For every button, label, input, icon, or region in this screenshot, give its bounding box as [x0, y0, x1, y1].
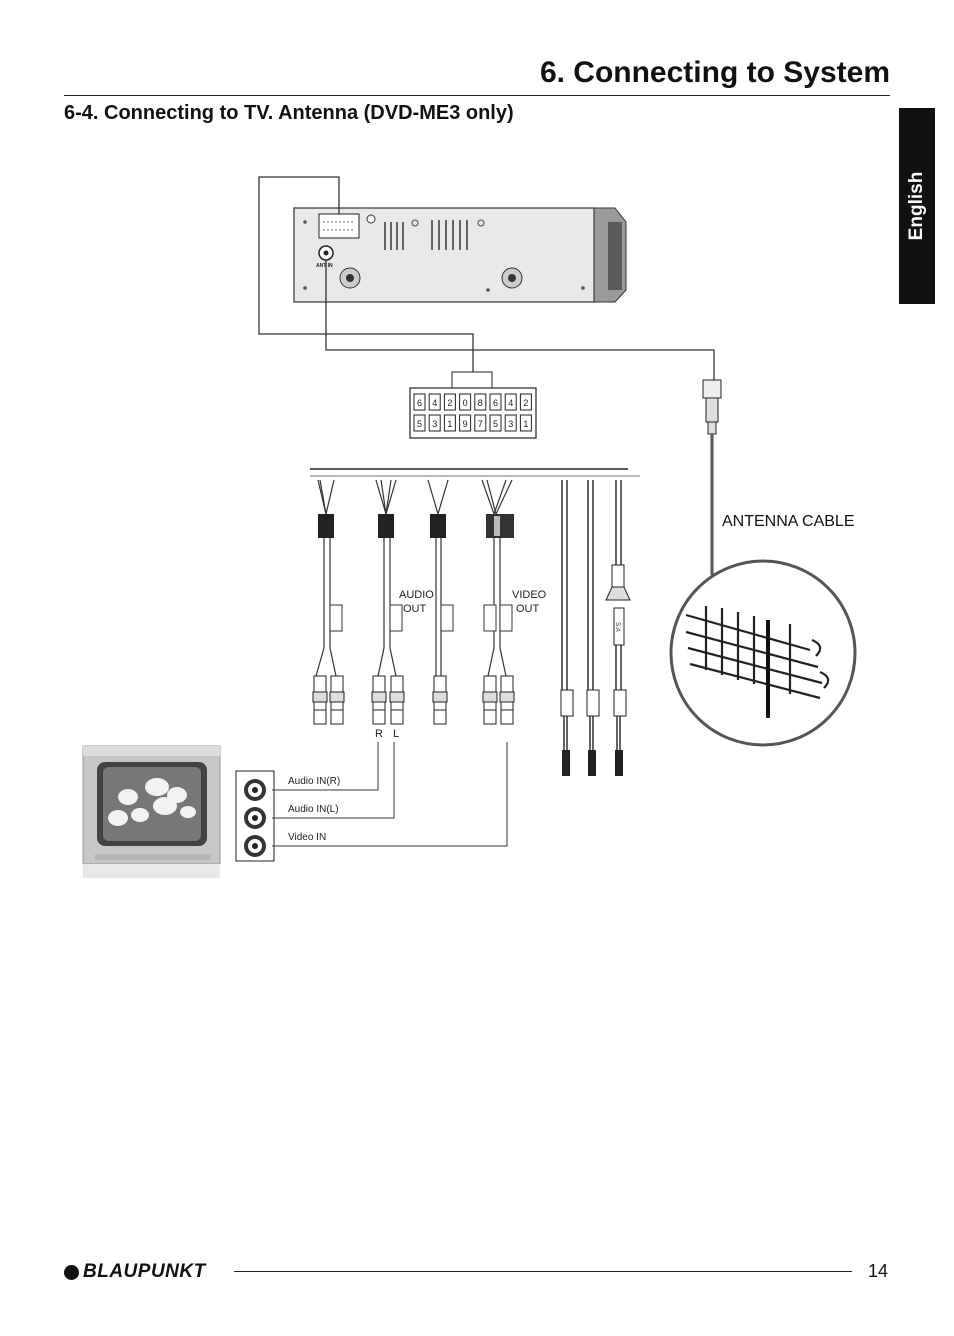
connector-pin-label-top-1: 4 — [432, 398, 437, 408]
connector-pin-label-top-2: 2 — [447, 398, 452, 408]
connector-pin-label-bottom-2: 1 — [447, 419, 452, 429]
video-out-label-1: VIDEO — [512, 589, 547, 601]
connector-pin-label-top-6: 4 — [508, 398, 513, 408]
antenna-cable: ANTENNA CABLE — [702, 379, 854, 575]
connector-pin-label-bottom-7: 1 — [523, 419, 528, 429]
connector-pin-top-6 — [504, 393, 517, 411]
connector-pin-label-bottom-0: 5 — [417, 419, 422, 429]
footer-rule — [234, 1271, 852, 1272]
tv-rca-jack — [244, 835, 266, 857]
connector-pin-top-4 — [474, 393, 487, 411]
audio-out-label-2: OUT — [403, 603, 427, 615]
chapter-title: 6. Connecting to System — [539, 56, 890, 89]
rca-plug — [312, 675, 328, 725]
channel-r-label: R — [375, 728, 383, 740]
connector-pin-bottom-3 — [459, 414, 472, 432]
connector-pin-top-7 — [519, 393, 532, 411]
connector-pin-top-1 — [428, 393, 441, 411]
tv-input-video: Video IN — [288, 832, 326, 843]
unit-cables — [258, 176, 715, 380]
tv-input-audio-l: Audio IN(L) — [288, 804, 339, 815]
page-number: 14 — [868, 1261, 889, 1281]
rca-plug — [371, 675, 387, 725]
connector-pin-top-3 — [459, 393, 472, 411]
connector-pin-bottom-1 — [428, 414, 441, 432]
tv-set — [82, 745, 221, 878]
rca-plug — [432, 675, 448, 725]
video-out-label-2: OUT — [516, 603, 540, 615]
connector-pin-label-bottom-5: 5 — [493, 419, 498, 429]
connector-pin-label-top-5: 6 — [493, 398, 498, 408]
connector-pin-bottom-4 — [474, 414, 487, 432]
antenna-cable-label: ANTENNA CABLE — [722, 513, 854, 530]
tv-rca-jack — [244, 779, 266, 801]
rca-plug — [329, 675, 345, 725]
connector-pin-label-bottom-1: 3 — [432, 419, 437, 429]
tv-input-audio-r: Audio IN(R) — [288, 776, 340, 787]
brand-name: BLAUPUNKT — [83, 1261, 206, 1282]
wiring-harness: S.A AUDIO OUT VIDEO OUT R L — [310, 468, 640, 776]
connector-pin-bottom-7 — [519, 414, 532, 432]
rca-plug — [499, 675, 515, 725]
antenna-illustration — [669, 559, 857, 747]
connector-pin-label-top-7: 2 — [523, 398, 528, 408]
audio-out-label-1: AUDIO — [399, 589, 434, 601]
connector-pin-bottom-5 — [489, 414, 502, 432]
language-tab: English — [899, 108, 935, 304]
connector-pin-label-top-4: 8 — [478, 398, 483, 408]
title-rule — [64, 95, 890, 96]
head-unit: ANT IN — [293, 207, 627, 303]
rca-plug — [482, 675, 498, 725]
connector-pin-label-bottom-4: 7 — [478, 419, 483, 429]
connector-pin-top-0 — [413, 393, 426, 411]
connector-pin-top-2 — [443, 393, 456, 411]
connector-pin-label-top-0: 6 — [417, 398, 422, 408]
rca-plug — [389, 675, 405, 725]
connector-pin-bottom-6 — [504, 414, 517, 432]
ant-in-label: ANT IN — [316, 263, 333, 269]
connector-pin-label-bottom-3: 9 — [463, 419, 468, 429]
connector-pin-bottom-2 — [443, 414, 456, 432]
connector-pin-top-5 — [489, 393, 502, 411]
iso-socket — [318, 213, 360, 239]
connector-pin-bottom-0 — [413, 414, 426, 432]
brand-dot-icon — [64, 1265, 79, 1280]
tv-input-panel: Audio IN(R) Audio IN(L) Video IN — [235, 742, 508, 862]
sa-label: S.A — [614, 622, 620, 632]
connector-pin-label-top-3: 0 — [463, 398, 468, 408]
section-title: 6-4. Connecting to TV. Antenna (DVD-ME3 … — [64, 102, 514, 124]
channel-l-label: L — [393, 728, 399, 740]
tv-rca-jack — [244, 807, 266, 829]
connector-pin-label-bottom-6: 3 — [508, 419, 513, 429]
